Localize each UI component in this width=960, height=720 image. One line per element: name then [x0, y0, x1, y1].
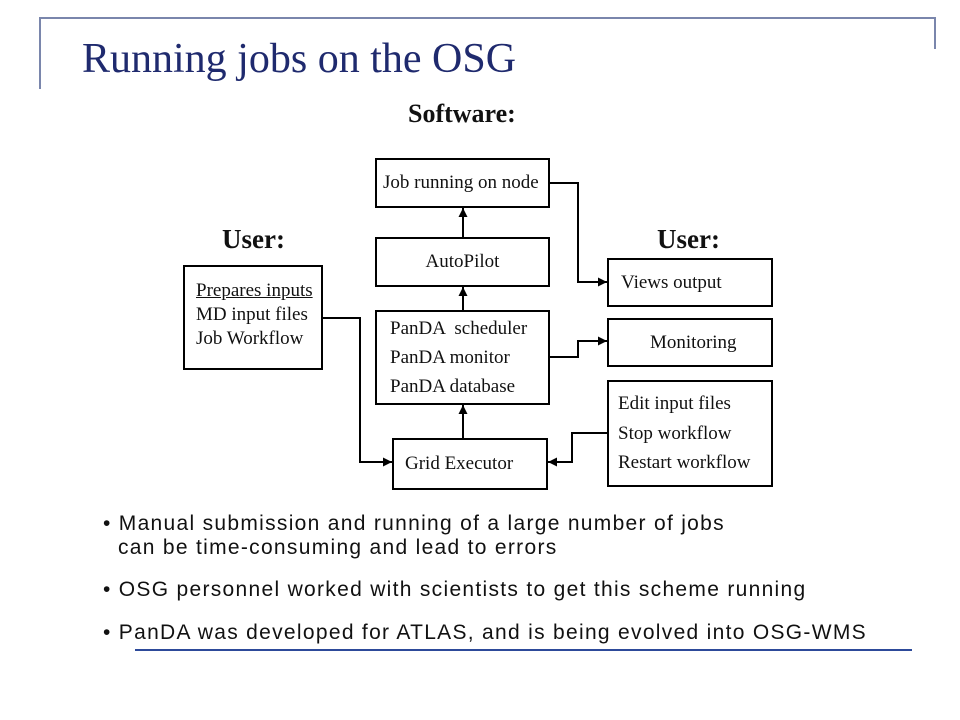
- arrow-controls-to-grid: [548, 432, 607, 467]
- arrow-job-to-views-output: [550, 182, 607, 287]
- grid-executor-label: Grid Executor: [405, 453, 514, 474]
- stop-workflow-label: Stop workflow: [618, 422, 732, 444]
- monitoring-box: Monitoring: [607, 318, 773, 367]
- monitoring-label: Monitoring: [650, 331, 737, 353]
- restart-workflow-label: Restart workflow: [618, 452, 751, 473]
- slide-title: Running jobs on the OSG: [82, 36, 517, 82]
- user-heading-right: User:: [657, 224, 720, 254]
- workflow-controls-box: Edit input files Stop workflow Restart w…: [607, 380, 773, 487]
- frame-left-rule: [39, 17, 41, 89]
- user-inputs-box: Prepares inputs MD input files Job Workf…: [183, 265, 323, 370]
- bullet-2: • OSG personnel worked with scientists t…: [103, 578, 807, 601]
- frame-top-rule: [40, 17, 936, 19]
- bullet-1-line-1: • Manual submission and running of a lar…: [103, 512, 725, 535]
- edit-input-files-label: Edit input files: [618, 393, 731, 414]
- views-output-box: Views output: [607, 258, 773, 307]
- job-running-label: Job running on node: [383, 172, 539, 193]
- bullet-3: • PanDA was developed for ATLAS, and is …: [103, 621, 867, 644]
- frame-right-tick: [934, 17, 936, 49]
- panda-box: PanDA scheduler PanDA monitor PanDA data…: [375, 310, 550, 405]
- user-heading-left: User:: [222, 224, 285, 254]
- prepares-inputs-label: Prepares inputs: [196, 280, 313, 301]
- job-workflow-label: Job Workflow: [196, 328, 304, 349]
- autopilot-box: AutoPilot: [375, 237, 550, 287]
- arrow-panda-to-monitoring: [550, 336, 607, 358]
- panda-monitor-label: PanDA monitor: [390, 347, 510, 368]
- grid-executor-box: Grid Executor: [392, 438, 548, 490]
- panda-scheduler-label: PanDA scheduler: [390, 318, 528, 339]
- views-output-label: Views output: [621, 271, 722, 293]
- autopilot-label: AutoPilot: [425, 251, 500, 272]
- bottom-rule: [135, 649, 912, 651]
- panda-database-label: PanDA database: [390, 376, 516, 397]
- software-heading: Software:: [408, 99, 516, 128]
- job-running-box: Job running on node: [375, 158, 550, 208]
- md-input-files-label: MD input files: [196, 304, 308, 325]
- bullet-1-line-2: can be time-consuming and lead to errors: [118, 536, 558, 559]
